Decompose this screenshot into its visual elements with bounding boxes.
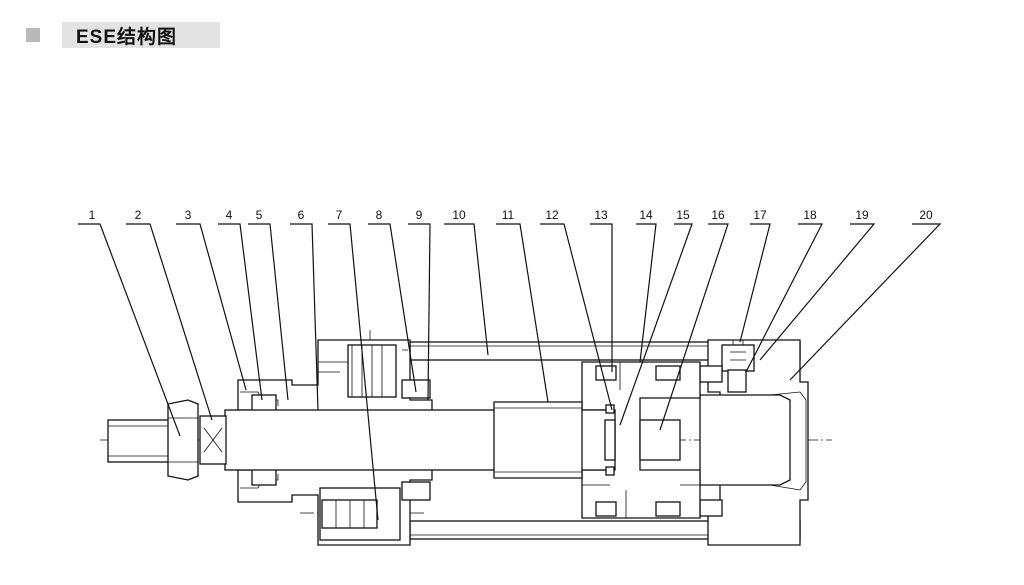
- callout-3: 3: [185, 208, 192, 222]
- callout-5: 5: [256, 208, 263, 222]
- callout-16: 16: [711, 208, 725, 222]
- callout-18: 18: [803, 208, 817, 222]
- callout-9: 9: [416, 208, 423, 222]
- callout-12: 12: [545, 208, 559, 222]
- callout-20: 20: [919, 208, 933, 222]
- rear-cover: [699, 339, 809, 546]
- callout-14: 14: [639, 208, 653, 222]
- callout-11: 11: [502, 208, 515, 222]
- callout-10: 10: [452, 208, 466, 222]
- callout-19: 19: [855, 208, 869, 222]
- callout-17: 17: [753, 208, 767, 222]
- callout-1: 1: [89, 208, 96, 222]
- callout-7: 7: [336, 208, 343, 222]
- callout-8: 8: [376, 208, 383, 222]
- leader-lines: [78, 223, 942, 521]
- square-bullet-icon: [26, 28, 40, 42]
- page-title: ESE结构图: [76, 26, 178, 48]
- callout-6: 6: [298, 208, 305, 222]
- callout-15: 15: [676, 208, 690, 222]
- callout-4: 4: [226, 208, 233, 222]
- callout-13: 13: [594, 208, 608, 222]
- piston: [581, 361, 701, 519]
- callout-numbers: 1 2 3 4 5 6 7 8 9 10 11 12 13 14 15 16 1…: [89, 208, 933, 222]
- title-band: ESE结构图: [62, 22, 220, 48]
- cushion-sleeve: [493, 401, 583, 479]
- callout-2: 2: [135, 208, 142, 222]
- section-header: ESE结构图: [26, 22, 220, 48]
